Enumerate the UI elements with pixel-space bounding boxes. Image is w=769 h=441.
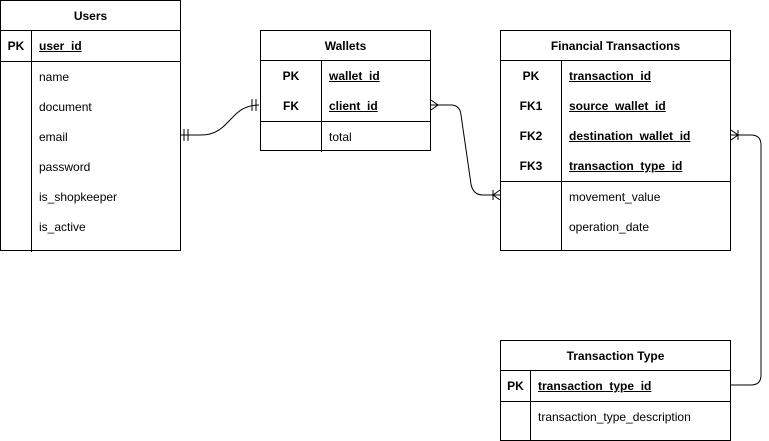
wallets-transactions-relationship [430, 99, 501, 201]
name-attribute: name [39, 70, 70, 84]
wallets-many-marker [430, 99, 439, 111]
users-wallets-relationship [181, 99, 260, 141]
entity-title: Transaction Type [501, 341, 730, 371]
user-id-attribute: user_id [39, 39, 82, 53]
fk2-label: FK2 [519, 129, 543, 143]
entity-title: Financial Transactions [501, 31, 730, 61]
entity-title: Wallets [261, 31, 430, 61]
keys-section: PK FK wallet_id client_id [261, 61, 430, 122]
fk-label: FK [283, 99, 299, 113]
password-attribute: password [39, 160, 91, 174]
wallet-id-attribute: wallet_id [329, 69, 380, 83]
document-attribute: document [39, 100, 92, 114]
transaction-type-description-attribute: transaction_type_description [538, 410, 691, 424]
transaction-type-id-attribute: transaction_type_id [538, 379, 652, 393]
attributes-section: total [261, 122, 430, 152]
total-attribute: total [329, 130, 352, 144]
financial-transactions-entity[interactable]: Financial Transactions PK FK1 FK2 FK3 tr… [500, 30, 731, 251]
fk3-label: FK3 [519, 159, 543, 173]
transactions-type-relationship [730, 129, 762, 386]
destination-wallet-id-attribute: destination_wallet_id [569, 129, 691, 143]
transactions-many-marker [492, 189, 501, 201]
attributes-section: transaction_type_description [501, 402, 730, 441]
wallets-one-mandatory-marker [251, 99, 257, 111]
pk-label: PK [7, 39, 25, 53]
operation-date-attribute: operation_date [569, 220, 650, 234]
transaction-id-attribute: transaction_id [569, 69, 652, 83]
keys-section: PK FK1 FK2 FK3 transaction_id source_wal… [501, 61, 730, 182]
wallets-entity[interactable]: Wallets PK FK wallet_id client_id total [260, 30, 431, 152]
source-wallet-id-attribute: source_wallet_id [569, 99, 666, 113]
movement-value-attribute: movement_value [569, 190, 661, 204]
keys-section: PK transaction_type_id [501, 371, 730, 402]
pk-label: PK [282, 69, 300, 83]
attributes-section: name document email password is_shopkeep… [1, 62, 180, 252]
client-id-attribute: client_id [329, 99, 378, 113]
keys-section: PK user_id [1, 31, 180, 62]
email-attribute: email [39, 130, 68, 144]
transactions-type-line [731, 134, 762, 386]
is-active-attribute: is_active [39, 220, 86, 234]
entity-title: Users [1, 1, 180, 31]
is-shopkeeper-attribute: is_shopkeeper [39, 190, 118, 204]
transaction-type-entity[interactable]: Transaction Type PK transaction_type_id … [500, 340, 731, 441]
users-entity[interactable]: Users PK user_id name document email pas… [0, 0, 181, 252]
wallets-transactions-line [431, 104, 500, 196]
pk-label: PK [507, 379, 524, 393]
users-wallets-line [181, 104, 260, 136]
users-one-mandatory-marker [183, 129, 189, 141]
fk1-label: FK1 [519, 99, 543, 113]
transaction-type-id-attribute: transaction_type_id [569, 159, 683, 173]
attributes-section: movement_value operation_date [501, 182, 730, 251]
pk-label: PK [522, 69, 540, 83]
transactions-many-marker-right [730, 129, 739, 141]
